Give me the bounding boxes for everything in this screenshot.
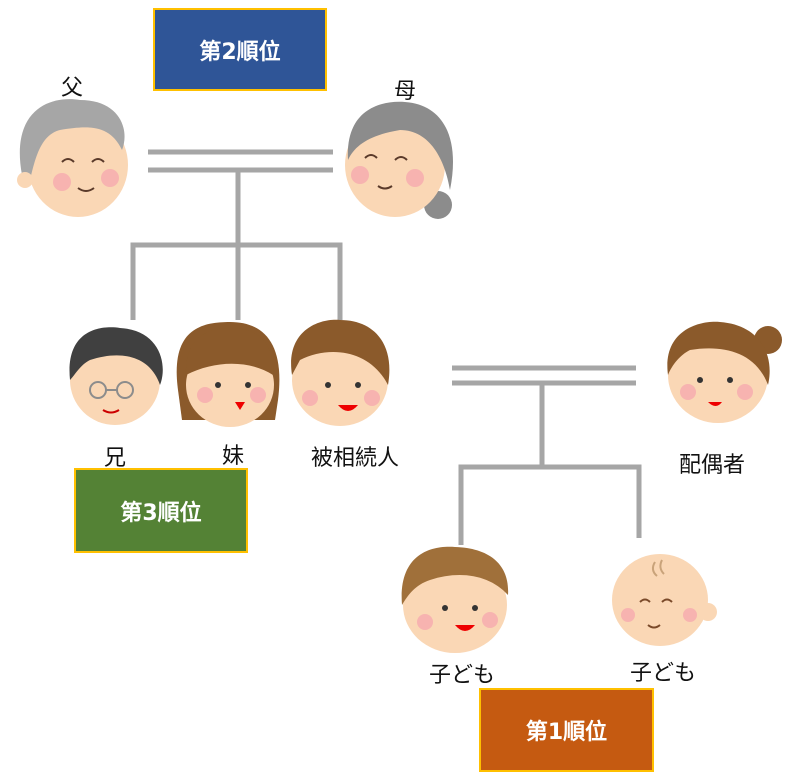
siblings-branch-line [130, 242, 343, 320]
connector-lines [130, 149, 642, 545]
child2-label: 子ども [629, 661, 697, 686]
mother-face-icon [345, 101, 453, 219]
child2-baby-face-icon [612, 554, 717, 646]
third-rank-badge: 第3順位 [74, 468, 248, 553]
child1-face-icon [401, 546, 509, 653]
child1-label: 子ども [428, 663, 496, 688]
sister-label: 妹 [221, 444, 245, 469]
spouse-label: 配偶者 [678, 453, 746, 478]
brother-label: 兄 [103, 446, 127, 471]
decedent-face-icon [291, 319, 390, 426]
father-face-icon [17, 99, 128, 217]
mother-label: 母 [393, 79, 417, 104]
brother-face-icon [69, 327, 163, 425]
second-rank-badge: 第2順位 [153, 8, 327, 91]
children-branch-line [458, 464, 642, 545]
father-label: 父 [60, 76, 84, 101]
decedent-label: 被相続人 [310, 446, 400, 471]
spouse-face-icon [667, 321, 782, 423]
first-rank-badge: 第1順位 [479, 688, 654, 772]
sister-face-icon [176, 322, 280, 427]
